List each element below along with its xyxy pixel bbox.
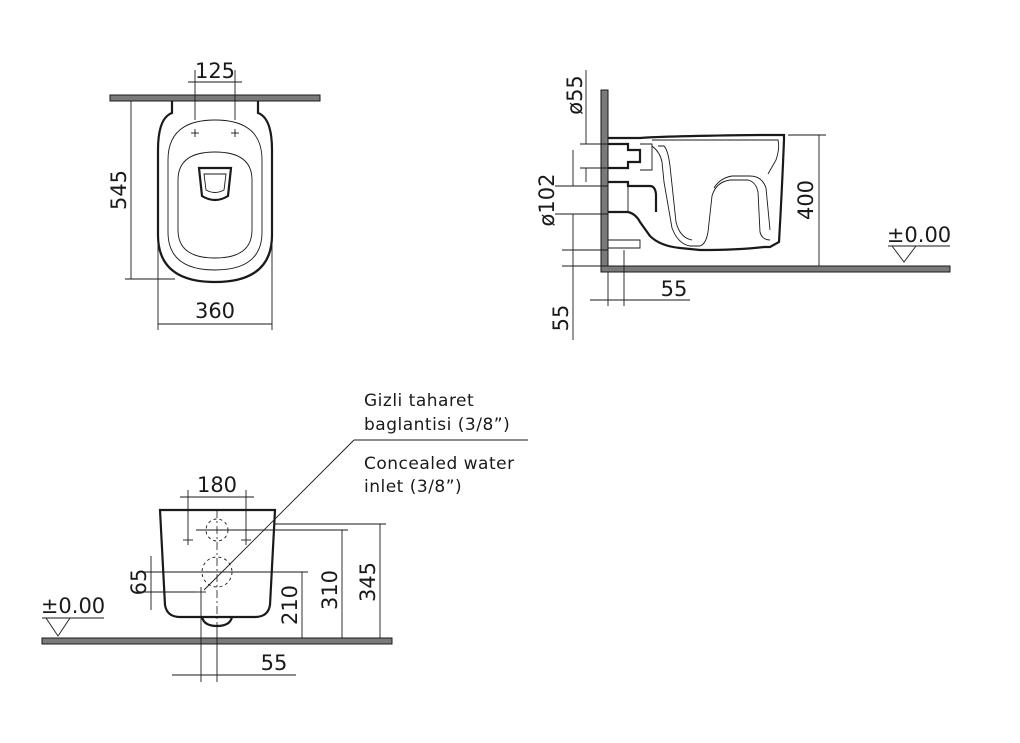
top-view-flush-outlet-inner bbox=[203, 173, 227, 193]
top-view: 125 545 360 bbox=[107, 59, 321, 330]
dim-345: 345 bbox=[356, 562, 380, 602]
side-view-outlet-pipe bbox=[608, 180, 658, 212]
front-view-level-label: ±0.00 bbox=[41, 594, 105, 618]
top-view-seat-line bbox=[177, 151, 253, 259]
side-view-inlet-pipe bbox=[608, 142, 642, 170]
front-view-level-marker bbox=[45, 617, 71, 637]
side-view-level-marker bbox=[891, 245, 917, 263]
dim-210: 210 bbox=[278, 585, 302, 625]
top-view-bowl-outline bbox=[156, 101, 274, 284]
dim-width: 360 bbox=[195, 299, 235, 323]
side-view-bowl-inner-2 bbox=[658, 145, 693, 241]
side-view-bowl-outline bbox=[608, 133, 786, 252]
note-tr-line1: Gizli taharet bbox=[364, 391, 474, 411]
dim-floor-offset: 55 bbox=[549, 305, 573, 332]
side-view-wall bbox=[600, 89, 609, 273]
side-view-inlet-socket bbox=[640, 143, 653, 171]
dim-offset: 55 bbox=[261, 651, 288, 675]
dim-depth: 545 bbox=[107, 170, 131, 210]
front-view-inlet-circle bbox=[205, 518, 229, 542]
dim-small: 65 bbox=[127, 569, 151, 596]
side-view-bowl-inner bbox=[651, 145, 771, 247]
front-view-fixing-right bbox=[241, 535, 251, 545]
front-view-fixing-left bbox=[183, 535, 193, 545]
dim-bolt-spacing: 125 bbox=[195, 59, 235, 83]
note-en-line1: Concealed water bbox=[364, 454, 515, 474]
top-view-bolt-right bbox=[231, 129, 239, 137]
side-view-level-label: ±0.00 bbox=[887, 223, 951, 247]
top-view-flush-outlet bbox=[197, 166, 233, 202]
front-view-body bbox=[158, 508, 277, 619]
note-leader-line bbox=[203, 439, 355, 591]
top-view-rim-inner bbox=[167, 119, 263, 271]
water-inlet-note: Gizli taharet baglantisi (3/8”) Conceale… bbox=[203, 391, 528, 591]
dim-inlet-diameter: ø55 bbox=[563, 75, 587, 115]
front-view-water-inlet bbox=[196, 587, 206, 597]
note-tr-line2: baglantisi (3/8”) bbox=[364, 415, 510, 435]
side-view: ø55 ø102 400 ±0.00 55 55 bbox=[535, 70, 951, 340]
side-view-trap bbox=[713, 175, 771, 231]
top-view-wall bbox=[109, 94, 321, 102]
dim-outlet-diameter: ø102 bbox=[535, 174, 559, 227]
dim-fixing-spacing: 180 bbox=[197, 473, 237, 497]
front-view: 180 65 210 310 345 ±0.00 55 bbox=[41, 473, 393, 682]
dim-height: 400 bbox=[794, 180, 818, 220]
dim-310: 310 bbox=[318, 570, 342, 610]
dim-wall-offset: 55 bbox=[661, 277, 688, 301]
side-view-base bbox=[608, 239, 641, 249]
side-view-rim bbox=[652, 139, 780, 175]
side-view-floor bbox=[600, 265, 951, 273]
top-view-bolt-left bbox=[191, 129, 199, 137]
note-en-line2: inlet (3/8”) bbox=[364, 477, 462, 497]
